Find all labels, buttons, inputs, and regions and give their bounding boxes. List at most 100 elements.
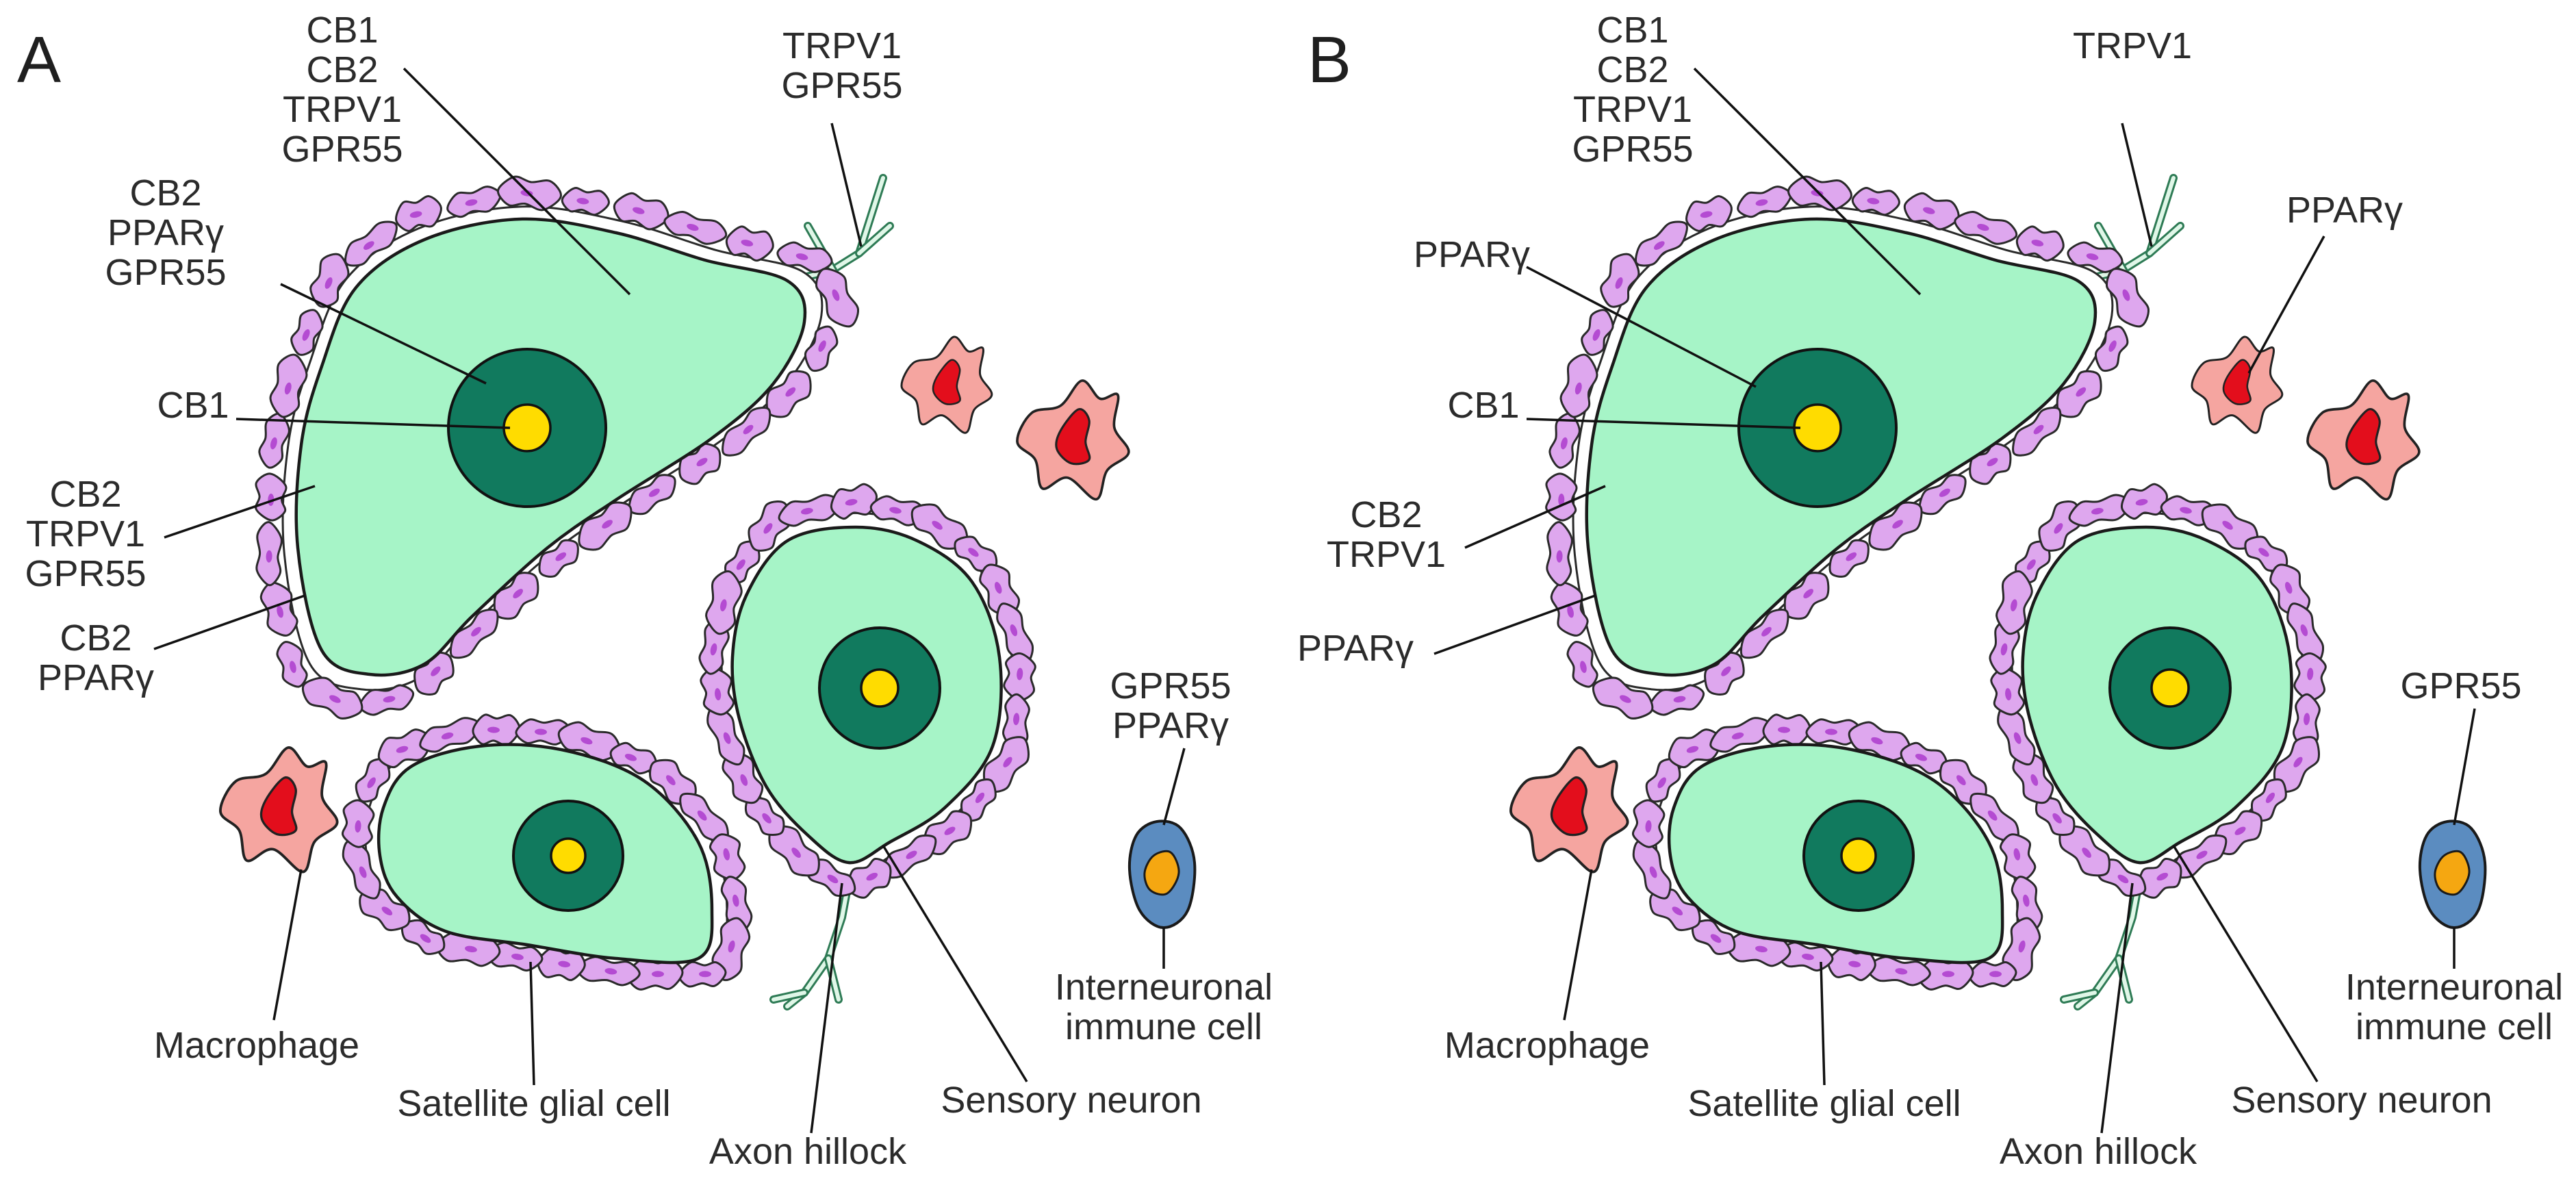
label-sensory-neuron-line: Sensory neuron xyxy=(2231,1080,2492,1121)
glial-nucleus xyxy=(652,971,664,978)
neuron-nucleolus xyxy=(502,403,552,453)
glial-nucleus xyxy=(1915,754,1928,761)
label-axon-hillock-line: Axon hillock xyxy=(709,1131,907,1172)
glial-nucleus xyxy=(277,605,283,618)
label-satellite-line: Satellite glial cell xyxy=(1687,1083,1961,1124)
label-macrophage-receptor: PPARγ xyxy=(2286,190,2403,231)
glial-nucleus xyxy=(2086,253,2099,260)
label-top-neuron-line: CB1 xyxy=(306,10,378,51)
satellite-glial-cell xyxy=(301,676,364,720)
satellite-glial-cell xyxy=(1739,609,1789,659)
leader-satellite xyxy=(529,961,535,1086)
macrophage-core xyxy=(1055,408,1091,466)
glial-nucleus xyxy=(710,643,717,656)
glial-nucleus xyxy=(465,199,478,206)
glial-nucleus xyxy=(2052,813,2062,824)
satellite-glial-cell xyxy=(269,353,308,418)
glial-nucleus xyxy=(687,223,699,231)
glial-nucleus xyxy=(441,732,454,739)
glial-nucleus xyxy=(364,241,374,250)
label-glia-lower-line: PPARγ xyxy=(1297,628,1414,669)
satellite-glial-cell xyxy=(561,187,610,216)
satellite-glial-cell xyxy=(663,211,728,245)
glial-nucleus xyxy=(795,253,808,260)
glial-nucleus xyxy=(889,507,902,514)
glial-nucleus xyxy=(732,894,739,907)
glial-nucleus xyxy=(359,866,367,878)
label-glia-upper-line: TRPV1 xyxy=(1327,534,1446,575)
satellite-glial-cell xyxy=(1566,641,1598,688)
glial-nucleus xyxy=(1017,667,1023,680)
glial-nucleus xyxy=(302,329,310,341)
satellite-glial-cell xyxy=(2120,483,2168,520)
satellite-glial-cell xyxy=(309,253,350,308)
axon xyxy=(2060,858,2147,1010)
satellite-glial-cell xyxy=(1968,961,2017,988)
satellite-glial-cell xyxy=(815,268,859,328)
neuron-nucleolus xyxy=(1793,403,1842,453)
leader-glia-lower xyxy=(1433,594,1596,655)
sensory-neuron-group xyxy=(1545,175,2150,720)
satellite-glial-cell xyxy=(1668,728,1722,769)
label-satellite-line: Satellite glial cell xyxy=(397,1083,670,1124)
label-satellite: Satellite glial cell xyxy=(1687,1083,1961,1124)
glial-nucleus xyxy=(975,792,985,803)
satellite-glial-cell xyxy=(2293,652,2327,702)
glial-nucleus xyxy=(1013,713,1020,726)
glial-nucleus xyxy=(487,726,500,733)
glial-nucleus xyxy=(845,498,858,506)
glial-nucleus xyxy=(324,277,333,289)
glial-nucleus xyxy=(699,971,711,978)
label-sensory-neuron: Sensory neuron xyxy=(941,1080,1201,1121)
glial-nucleus xyxy=(396,746,409,753)
macrophage-cell xyxy=(2191,335,2284,434)
label-sensory-neuron-line: Sensory neuron xyxy=(941,1080,1201,1121)
glial-nucleus xyxy=(2018,940,2026,953)
glial-nucleus xyxy=(409,211,422,218)
macrophage-cell xyxy=(1016,379,1130,501)
label-top-neuron-line: TRPV1 xyxy=(1573,89,1692,130)
sensory-neuron-group xyxy=(341,713,753,991)
satellite-glial-cell xyxy=(344,220,398,267)
glial-nucleus xyxy=(1615,277,1623,289)
satellite-glial-cell xyxy=(538,539,579,578)
glial-nucleus xyxy=(511,953,524,961)
leader-nucleolus xyxy=(1526,418,1801,429)
glial-nucleus xyxy=(2054,523,2063,534)
axon-branch xyxy=(2079,176,2176,283)
glial-nucleus xyxy=(697,810,707,821)
label-glia-lower-line: PPARγ xyxy=(38,657,154,698)
glial-nucleus xyxy=(355,820,361,833)
axon-branch xyxy=(2147,224,2182,255)
glial-nucleus xyxy=(1942,971,1954,978)
glial-nucleus xyxy=(2031,240,2044,246)
label-top-neuron-line: CB2 xyxy=(1596,49,1668,90)
leader-glia-upper xyxy=(164,485,316,539)
satellite-glial-cell xyxy=(979,563,1021,617)
glial-nucleus xyxy=(665,775,676,785)
glial-nucleus xyxy=(801,507,813,515)
satellite-glial-cell xyxy=(1685,195,1733,232)
glial-nucleus xyxy=(1010,624,1018,637)
glial-nucleus xyxy=(1592,329,1601,341)
glial-nucleus xyxy=(1710,934,1722,943)
neuron-nucleolus xyxy=(1840,837,1877,874)
label-nucleus-line: PPARγ xyxy=(107,212,224,253)
satellite-glial-cell xyxy=(804,325,839,372)
satellite-glial-cell xyxy=(2012,407,2062,457)
label-axon-top-line: TRPV1 xyxy=(2073,25,2192,66)
satellite-glial-cell xyxy=(1002,693,1030,750)
glial-nucleus xyxy=(2307,667,2314,680)
satellite-glial-cell xyxy=(711,917,751,982)
satellite-glial-cell xyxy=(2094,325,2129,372)
leader-satellite xyxy=(1820,961,1826,1086)
satellite-glial-cell xyxy=(705,570,743,635)
label-nucleus-line: CB2 xyxy=(129,173,201,214)
glial-nucleus xyxy=(2234,826,2246,835)
satellite-glial-cell xyxy=(1851,187,1900,216)
